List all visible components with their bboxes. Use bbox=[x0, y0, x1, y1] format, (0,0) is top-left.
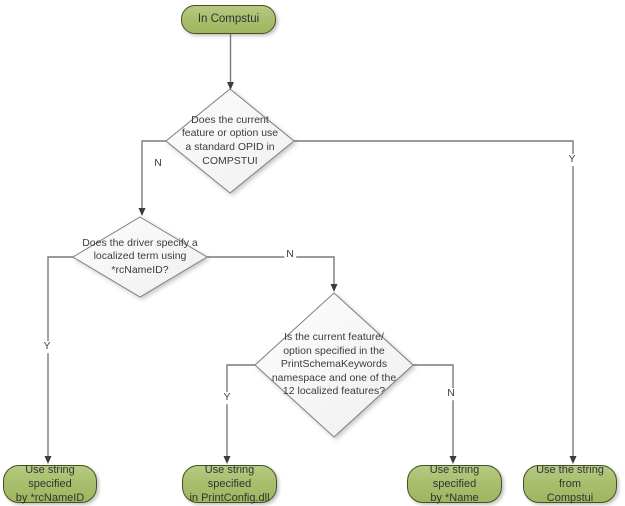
edge-label-d3-yes: Y bbox=[221, 391, 233, 404]
arrowhead-result-compstui bbox=[569, 456, 577, 464]
arrowhead-result-name bbox=[449, 456, 457, 464]
edge-label-d2-yes: Y bbox=[41, 340, 53, 353]
connector-decision3-no bbox=[413, 364, 454, 456]
diamond-shape bbox=[73, 217, 207, 297]
connector-decision2-yes bbox=[47, 256, 73, 456]
connector-decision2-no bbox=[207, 256, 335, 284]
decision-printschema-label: Is the current feature/ option specified… bbox=[271, 330, 397, 398]
diamond-shape bbox=[255, 293, 413, 437]
edge-label-d3-no: N bbox=[445, 387, 457, 400]
decision-rcnameid: Does the driver specify a localized term… bbox=[73, 217, 207, 297]
result-rcnameid-node: Use string specified by *rcNameID bbox=[3, 464, 97, 504]
arrowhead-result-printconfig bbox=[223, 456, 231, 464]
result-name-node: Use string specified by *Name bbox=[407, 464, 502, 504]
start-node: In Compstui bbox=[181, 5, 276, 34]
edge-label-d2-no: N bbox=[284, 248, 296, 261]
decision-rcnameid-label: Does the driver specify a localized term… bbox=[82, 236, 198, 276]
arrowhead-decision1 bbox=[227, 82, 234, 90]
arrowhead-decision3 bbox=[330, 284, 338, 292]
connector-decision3-yes bbox=[226, 364, 255, 456]
result-printconfig-node: Use string specified in PrintConfig.dll bbox=[182, 464, 277, 504]
edge-label-d1-no: N bbox=[152, 157, 164, 170]
connector-decision1-no bbox=[141, 140, 166, 208]
decision-standard-opid-label: Does the current feature or option use a… bbox=[181, 113, 279, 167]
diamond-shape bbox=[166, 89, 294, 193]
decision-standard-opid: Does the current feature or option use a… bbox=[166, 89, 294, 193]
arrowhead-decision2 bbox=[138, 208, 146, 216]
decision-printschema: Is the current feature/ option specified… bbox=[255, 293, 413, 437]
arrowhead-result-rcnameid bbox=[44, 456, 52, 464]
connector-decision1-yes bbox=[294, 140, 574, 456]
edge-label-d1-yes: Y bbox=[566, 153, 578, 166]
result-compstui-node: Use the string from Compstui bbox=[523, 464, 617, 504]
